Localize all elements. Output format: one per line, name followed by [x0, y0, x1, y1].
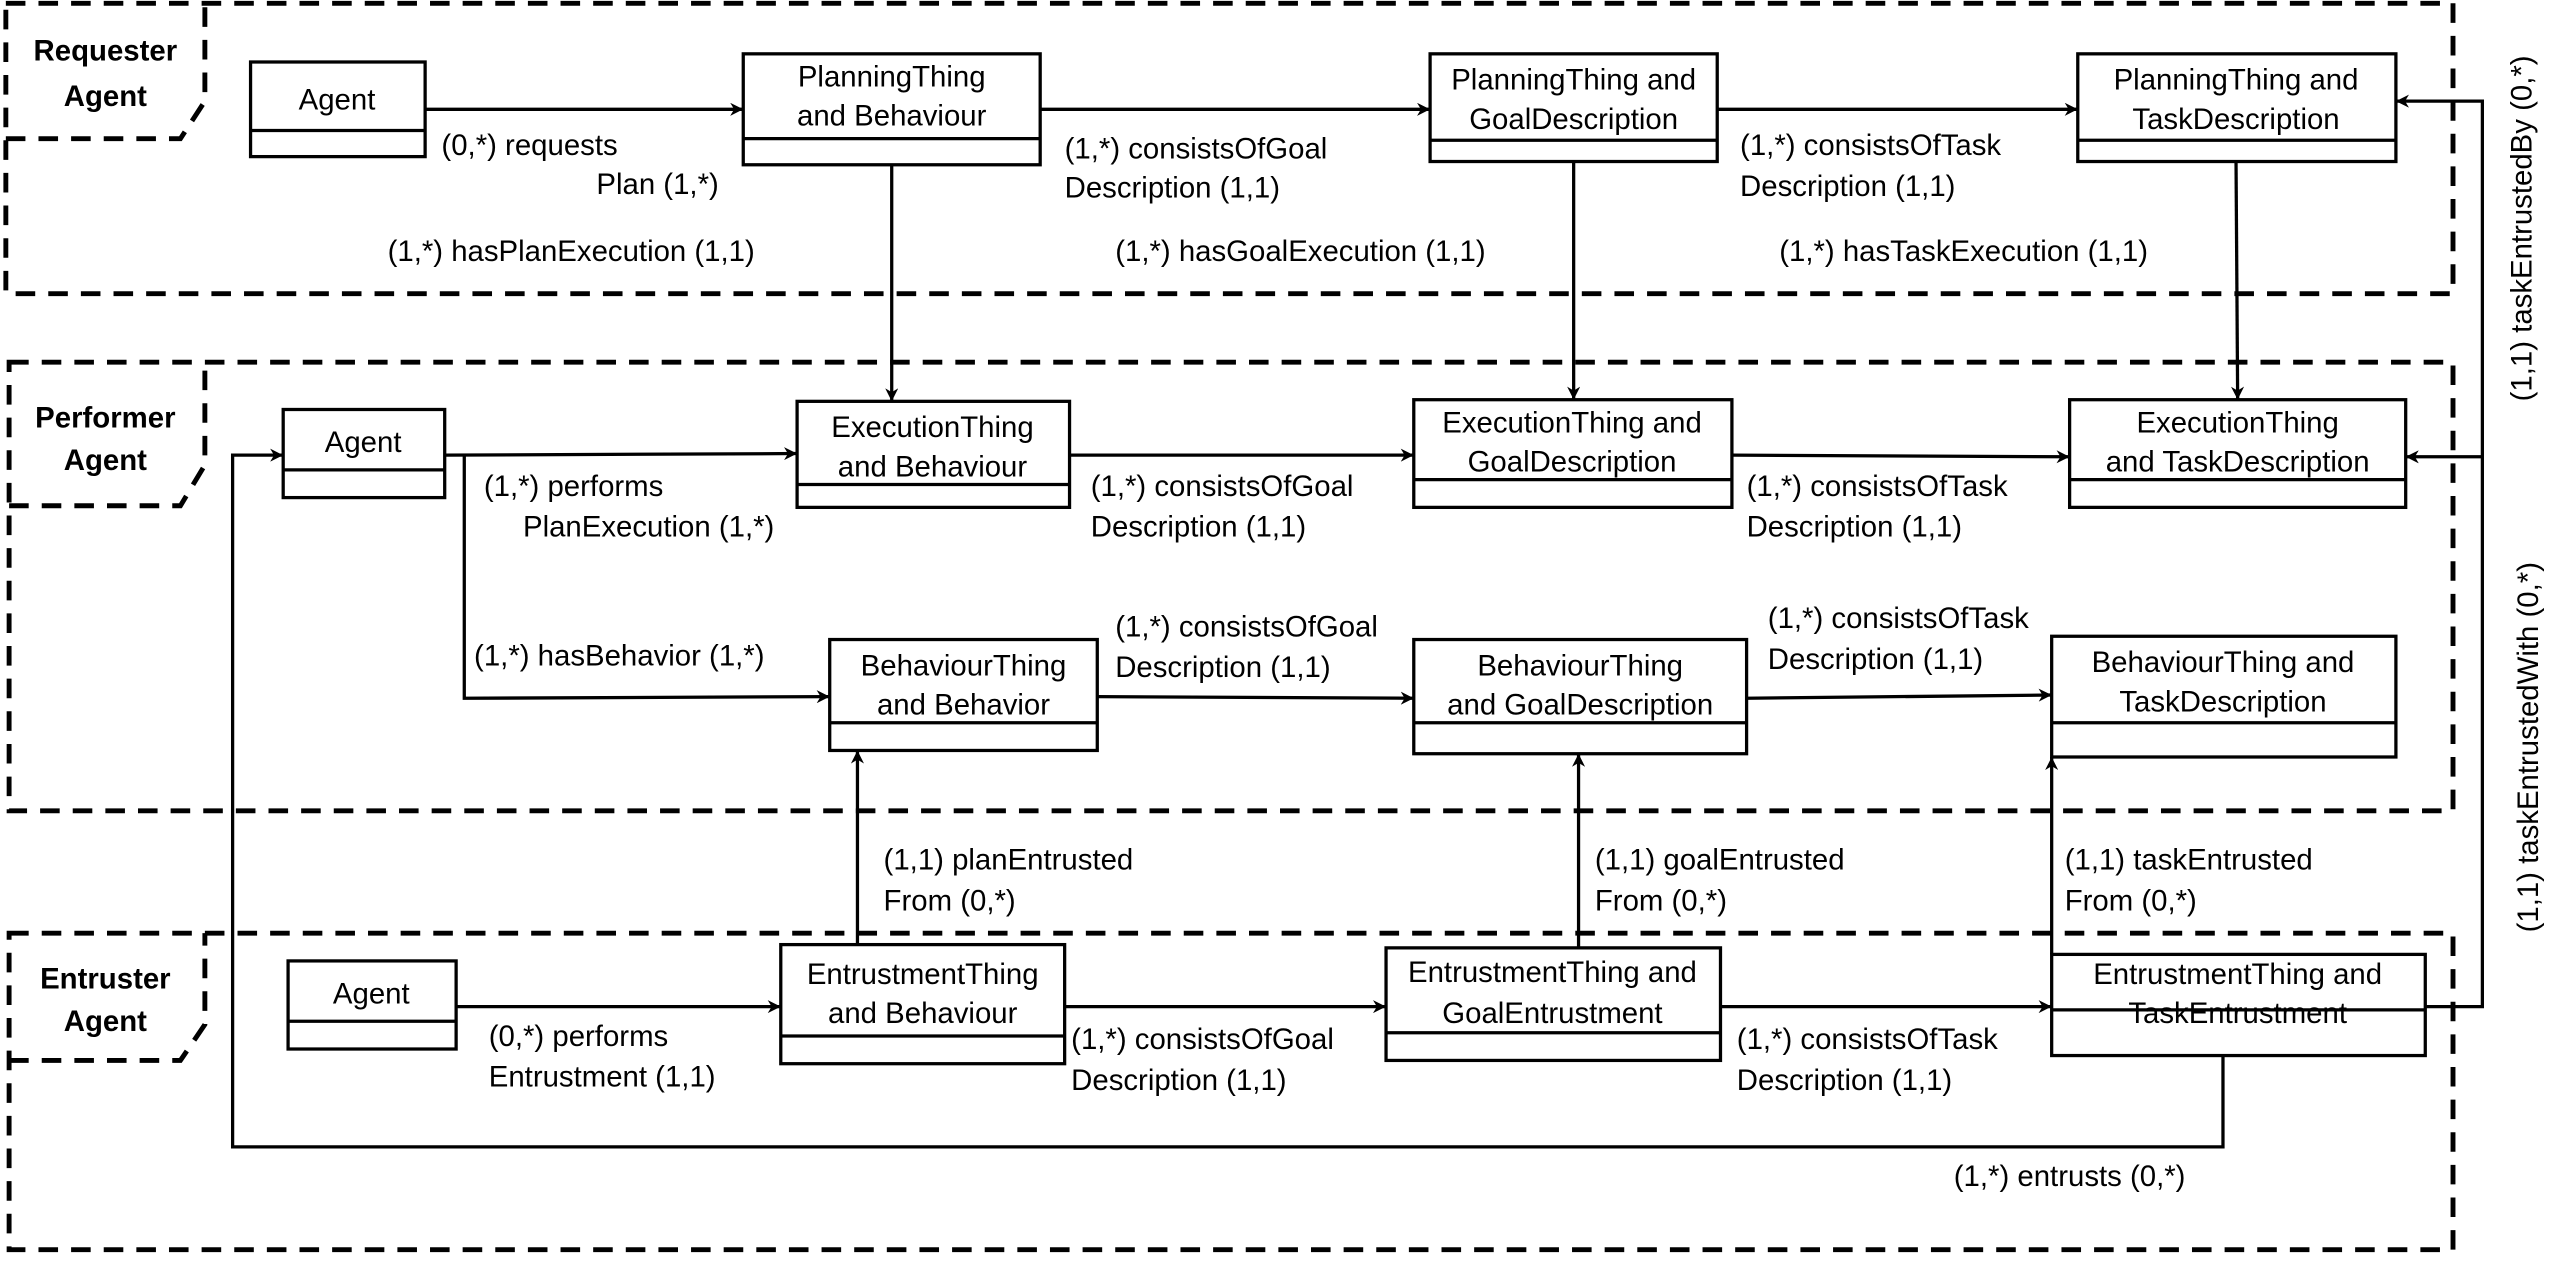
lane-label: Entruster [40, 963, 171, 996]
class-name: EntrustmentThing and [2093, 958, 2382, 991]
class-planning-goal[interactable]: PlanningThing and GoalDescription [1428, 52, 1719, 164]
edge-label: (1,*) consistsOfGoal [1071, 1023, 1334, 1056]
class-entrustment-behaviour[interactable]: EntrustmentThing and Behaviour [779, 942, 1067, 1066]
class-performer-agent[interactable]: Agent [281, 407, 447, 500]
edge-label: Description (1,1) [1768, 643, 1983, 676]
edge-label: Description (1,1) [1071, 1064, 1286, 1097]
edge-has-behavior [462, 455, 830, 704]
edge-has-task-execution [2231, 161, 2245, 400]
class-name: and Behavior [877, 689, 1050, 722]
edge-label: Description (1,1) [1115, 651, 1330, 684]
class-name: Agent [325, 426, 402, 459]
edge-label: (1,*) hasBehavior (1,*) [474, 640, 764, 673]
edge-label: (1,*) consistsOfTask [1740, 129, 2001, 162]
edge-label: (1,*) consistsOfTask [1737, 1023, 1998, 1056]
class-name: ExecutionThing and [1442, 406, 1702, 439]
edge-labels: (0,*) requests Plan (1,*) (1,*) consists… [388, 55, 2545, 1193]
class-entrustment-task[interactable]: EntrustmentThing and TaskEntrustment [2050, 952, 2427, 1058]
class-behaviour-task[interactable]: BehaviourThing and TaskDescription [2050, 634, 2398, 759]
edge-label: (1,*) hasTaskExecution (1,1) [1779, 235, 2148, 268]
edge-label: From (0,*) [2065, 884, 2197, 917]
edge-label: (1,*) entrusts (0,*) [1954, 1160, 2186, 1193]
class-execution-behaviour[interactable]: ExecutionThing and Behaviour [795, 399, 1072, 510]
class-name: GoalEntrustment [1442, 997, 1662, 1030]
class-behaviour-behavior[interactable]: BehaviourThing and Behavior [828, 637, 1099, 753]
class-execution-goal[interactable]: ExecutionThing and GoalDescription [1412, 398, 1734, 510]
edge-label: (1,*) consistsOfTask [1747, 470, 2008, 503]
edge-label: (1,1) planEntrusted [884, 844, 1134, 877]
class-execution-task[interactable]: ExecutionThing and TaskDescription [2067, 398, 2408, 510]
lane-label: Agent [64, 80, 147, 113]
class-name: TaskEntrustment [2128, 997, 2347, 1030]
class-name: TaskDescription [2119, 685, 2326, 718]
edge-label: Description (1,1) [1091, 511, 1306, 544]
lane-label: Agent [64, 1005, 147, 1038]
edge-label: PlanExecution (1,*) [523, 511, 774, 544]
class-name: BehaviourThing [861, 649, 1067, 682]
class-name: and GoalDescription [1447, 689, 1713, 722]
class-name: PlanningThing [798, 60, 986, 93]
class-requester-agent[interactable]: Agent [248, 60, 427, 159]
edge-label: Entrustment (1,1) [489, 1061, 716, 1094]
edge-label-vertical: (1,1) taskEntrustedBy (0,*) [2505, 55, 2538, 401]
class-name: PlanningThing and [2114, 64, 2359, 97]
edge-label: (1,*) consistsOfGoal [1091, 470, 1354, 503]
edge-label: Plan (1,*) [596, 168, 718, 201]
edge-entrusts [230, 448, 2225, 1149]
class-name: Agent [299, 83, 376, 116]
edge-behaviour-goal [1097, 691, 1414, 705]
edge-label: (0,*) requests [441, 129, 617, 162]
edge-label: Description (1,1) [1747, 511, 1962, 544]
edge-label: From (0,*) [1595, 884, 1727, 917]
edge-label: (1,*) hasGoalExecution (1,1) [1115, 235, 1485, 268]
lane-label: Agent [64, 444, 147, 477]
edge-label: (1,*) consistsOfGoal [1115, 610, 1378, 643]
edge-label: (1,*) performs [484, 470, 663, 503]
edge-label-vertical: (1,1) taskEntrustedWith (0,*) [2512, 562, 2545, 932]
edge-label: (0,*) performs [489, 1020, 668, 1053]
class-entrustment-goal[interactable]: EntrustmentThing and GoalEntrustment [1384, 946, 1723, 1063]
class-name: TaskDescription [2132, 103, 2339, 136]
class-name: BehaviourThing [1477, 649, 1683, 682]
edge-label: Description (1,1) [1740, 170, 1955, 203]
class-behaviour-goal[interactable]: BehaviourThing and GoalDescription [1412, 637, 1749, 756]
edge-label: Description (1,1) [1737, 1064, 1952, 1097]
class-name: PlanningThing and [1451, 64, 1696, 97]
class-name: and Behaviour [797, 100, 987, 133]
edge-behaviour-task [1746, 688, 2052, 702]
class-name: and Behaviour [828, 997, 1018, 1030]
edges [230, 94, 2485, 1149]
edge-label: From (0,*) [884, 884, 1016, 917]
class-planning-behaviour[interactable]: PlanningThing and Behaviour [741, 52, 1042, 167]
class-name: GoalDescription [1468, 445, 1677, 478]
class-name: Agent [333, 977, 410, 1010]
edge-performs-plan-execution [444, 447, 798, 461]
class-name: EntrustmentThing and [1408, 956, 1697, 989]
class-name: ExecutionThing [831, 411, 1033, 444]
edge-label: Description (1,1) [1065, 171, 1280, 204]
class-name: and TaskDescription [2106, 445, 2370, 478]
class-name: GoalDescription [1469, 103, 1678, 136]
edge-label: (1,1) taskEntrusted [2065, 844, 2313, 877]
lane-label: Requester [34, 34, 178, 67]
lane-entruster: Entruster Agent [6, 930, 2456, 1253]
edge-label: (1,1) goalEntrusted [1595, 844, 1845, 877]
class-name: and Behaviour [838, 450, 1028, 483]
class-name: BehaviourThing and [2092, 646, 2355, 679]
edge-task-entrusted-by [2395, 94, 2485, 1009]
edge-execution-task [1731, 450, 2070, 464]
edge-label: (1,*) hasPlanExecution (1,1) [388, 235, 755, 268]
edge-label: (1,*) consistsOfTask [1768, 602, 2029, 635]
class-entruster-agent[interactable]: Agent [286, 959, 458, 1051]
edge-label: (1,*) consistsOfGoal [1065, 132, 1328, 165]
lane-requester: Requester Agent [3, 0, 2456, 297]
class-planning-task[interactable]: PlanningThing and TaskDescription [2076, 52, 2398, 164]
class-name: EntrustmentThing [807, 958, 1039, 991]
lane-label: Performer [35, 401, 175, 434]
lane-performer: Performer Agent [6, 359, 2456, 814]
class-name: ExecutionThing [2136, 406, 2338, 439]
